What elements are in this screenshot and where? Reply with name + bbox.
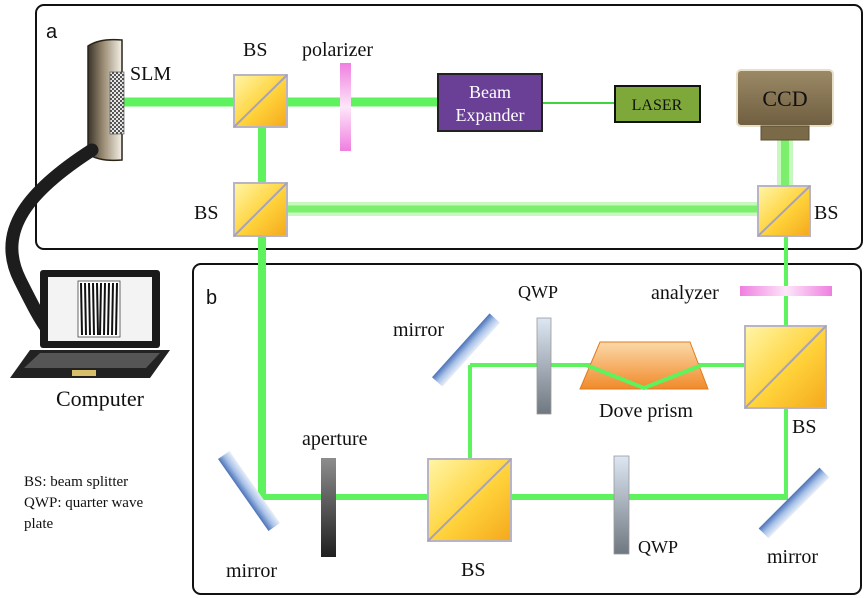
mirror-label-upper: mirror: [393, 319, 444, 341]
laser-beams: [122, 97, 793, 500]
polarizer: [340, 63, 351, 151]
ccd-label: CCD: [762, 86, 807, 111]
bs-label-mid-left: BS: [194, 202, 218, 224]
legend-line-3: plate: [24, 516, 53, 532]
aperture-label: aperture: [302, 428, 368, 450]
bs-label-mid-right: BS: [814, 202, 838, 224]
slm: [87, 38, 125, 162]
slm-cable: [5, 143, 99, 337]
beam-splitter-right: [744, 325, 827, 409]
mirror-label-lower-right: mirror: [767, 546, 818, 568]
beam-expander: [437, 73, 543, 132]
panel-b-frame: [192, 263, 862, 595]
panel-a-label: a: [46, 21, 58, 43]
qwp-lower: [613, 455, 630, 555]
dove-prism-label: Dove prism: [599, 400, 693, 422]
computer-label: Computer: [56, 386, 145, 411]
bs-label-right: BS: [792, 416, 816, 438]
panel-a-frame: [35, 4, 863, 250]
beam-expander-label-line2: Expander: [456, 105, 525, 125]
analyzer-label: analyzer: [651, 282, 719, 304]
qwp-upper: [536, 317, 552, 415]
beam-splitter-top-left: [233, 74, 288, 128]
laser: [614, 85, 701, 123]
laptop-computer: [10, 270, 170, 378]
dove-prism: [579, 341, 709, 391]
mirror-lower-left: [218, 450, 280, 532]
aperture: [321, 458, 336, 557]
beam-expander-label-line1: Beam: [469, 82, 511, 102]
ccd-camera: [736, 69, 834, 141]
mirror-lower-right: [758, 467, 830, 539]
legend-line-2: QWP: quarter wave: [24, 495, 143, 511]
bs-label-bottom: BS: [461, 559, 485, 581]
beam-splitter-mid-left: [233, 182, 288, 237]
qwp-label-lower: QWP: [638, 537, 678, 557]
mirror-label-lower-left: mirror: [226, 560, 277, 582]
mirror-upper: [432, 313, 500, 387]
beam-splitter-bottom: [427, 458, 512, 542]
panel-b-label: b: [206, 287, 217, 309]
laser-label: LASER: [632, 97, 683, 114]
qwp-label-upper: QWP: [518, 282, 558, 302]
polarizer-label: polarizer: [302, 39, 373, 61]
slm-label: SLM: [130, 63, 171, 85]
analyzer: [740, 286, 832, 296]
bs-label-top-left: BS: [243, 39, 267, 61]
legend-line-1: BS: beam splitter: [24, 474, 128, 490]
beam-splitter-mid-right: [757, 185, 811, 237]
